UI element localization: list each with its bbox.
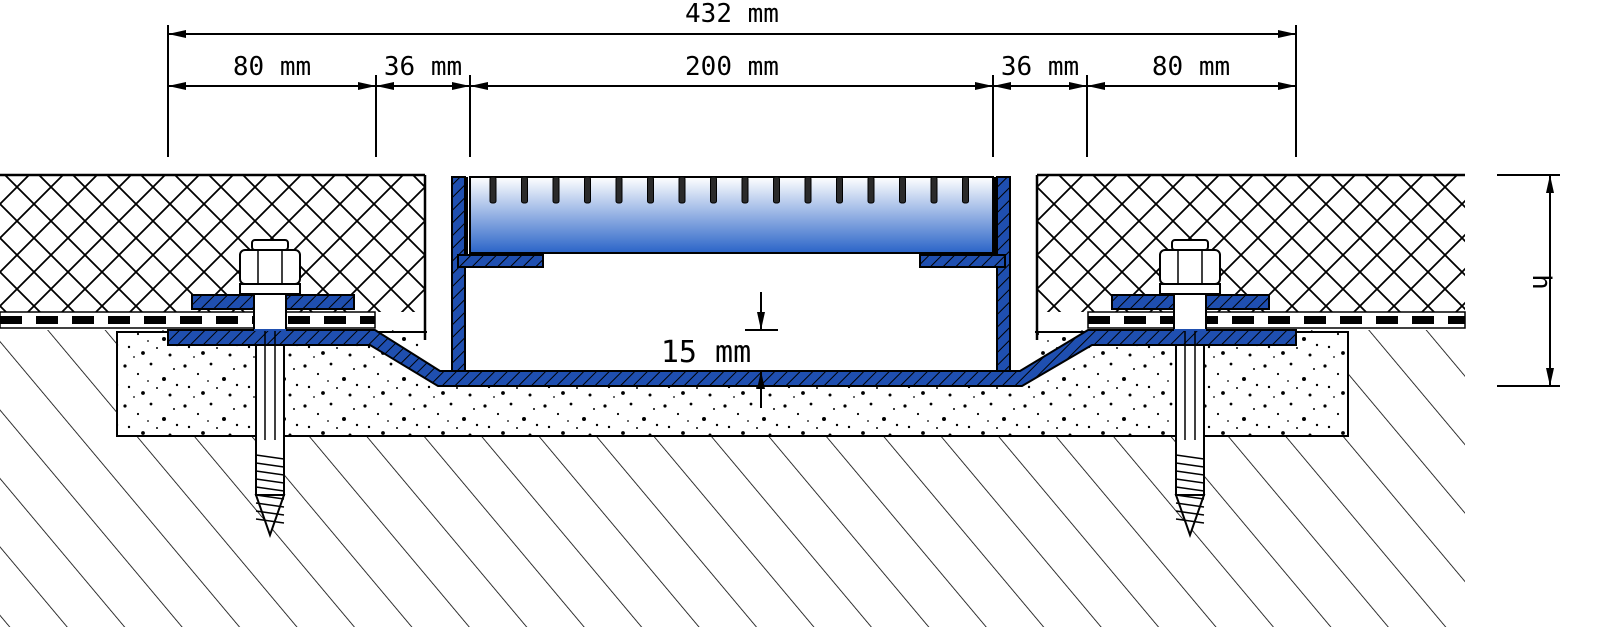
anchor-washer <box>239 283 301 295</box>
anchor-washer <box>1159 283 1221 295</box>
grate-slot <box>930 176 938 204</box>
anchor-sleeve <box>1175 344 1205 496</box>
dimension-left-flange-label: 80 mm <box>233 52 311 82</box>
grate-slot <box>615 176 623 204</box>
dimension-channel-label: 200 mm <box>685 52 779 82</box>
grate-slot <box>836 176 843 204</box>
anchor-bolt-end <box>1171 239 1209 251</box>
grate-slot <box>678 176 686 204</box>
grate-slot <box>489 176 497 204</box>
anchor-tip <box>254 494 286 539</box>
grating <box>469 176 994 254</box>
dimension-left-gap-label: 36 mm <box>384 52 462 82</box>
grate-slot <box>647 176 654 204</box>
grate-slot <box>899 176 906 204</box>
grate-slot <box>773 176 780 204</box>
anchor-nut <box>1159 249 1221 285</box>
grate-slot <box>584 176 591 204</box>
dimension-lines <box>167 25 1560 408</box>
grate-slot <box>867 176 875 204</box>
anchor-bolt-end <box>251 239 289 251</box>
grate-slot <box>804 176 812 204</box>
dimension-right-flange-label: 80 mm <box>1152 52 1230 82</box>
grate-slot <box>552 176 560 204</box>
anchor-tip <box>1174 494 1206 539</box>
membrane-left <box>0 311 376 329</box>
grate-slot <box>741 176 749 204</box>
anchor-sleeve <box>255 344 285 496</box>
pavement-right <box>1035 173 1465 340</box>
membrane-right <box>1087 311 1466 329</box>
anchor-bolt-right <box>1159 239 1221 539</box>
anchor-bolt-left <box>239 239 301 539</box>
anchor-nut <box>239 249 301 285</box>
dimension-height-label: h <box>1526 274 1556 290</box>
dimension-right-gap-label: 36 mm <box>1001 52 1079 82</box>
grate-slots <box>489 176 969 204</box>
grate-slot <box>521 176 528 204</box>
dimension-total-label: 432 mm <box>685 0 779 29</box>
channel-body <box>167 176 1297 387</box>
pavement-left <box>0 173 427 340</box>
grate-slot <box>710 176 717 204</box>
dimension-depth-label: 15 mm <box>661 335 751 370</box>
grate-slot <box>962 176 969 204</box>
